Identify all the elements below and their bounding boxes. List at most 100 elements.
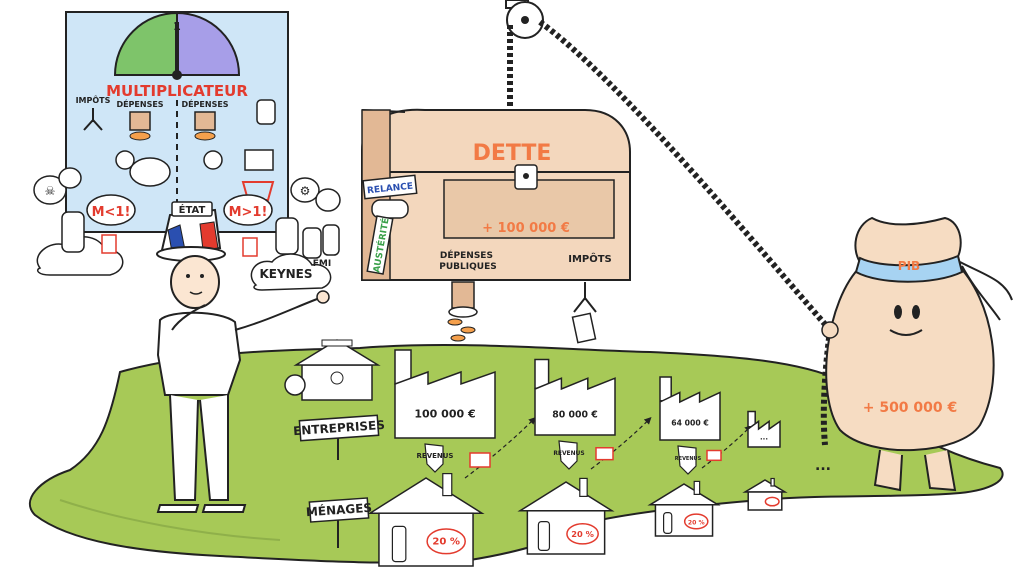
chest-taxes-label: IMPÔTS bbox=[568, 252, 612, 265]
income-label: REVENUS bbox=[675, 456, 702, 462]
badge-right-bubble bbox=[223, 194, 273, 226]
multiplier-title: MULTIPLICATEUR bbox=[106, 82, 248, 100]
household-house: 20 % bbox=[367, 473, 485, 567]
tax-claw-icon bbox=[571, 282, 597, 344]
svg-text:MÉNAGES: MÉNAGES bbox=[305, 500, 372, 520]
calculator-icon bbox=[242, 237, 258, 257]
factory: ... bbox=[747, 410, 781, 448]
gdp-band-label: PIB bbox=[898, 259, 920, 273]
badge-left-bubble bbox=[86, 194, 136, 226]
state-figure: ÉTAT bbox=[156, 201, 330, 513]
optimist-group: M>1! ⚙ KEYNES FMI bbox=[223, 177, 341, 291]
tv-icon bbox=[244, 149, 274, 171]
gdp-bag: PIB + 500 000 € bbox=[821, 216, 1013, 492]
economist-figure bbox=[61, 211, 85, 253]
households-sign: MÉNAGES bbox=[305, 497, 372, 548]
public-spending-label: DÉPENSES PUBLIQUES bbox=[439, 249, 496, 272]
debt-chest: DETTE + 100 000 € RELANCE AUSTÉRITÉ DÉPE… bbox=[361, 108, 631, 344]
hand bbox=[316, 290, 330, 304]
rope-diagonal bbox=[538, 19, 833, 332]
bag-hand bbox=[821, 321, 839, 339]
claw-icon bbox=[83, 108, 103, 131]
house-chimney bbox=[693, 480, 701, 495]
income-arrow bbox=[424, 443, 444, 473]
economist-figure bbox=[275, 217, 299, 255]
bag-band bbox=[854, 254, 964, 283]
household-figure bbox=[537, 520, 551, 551]
pessimist-group: ☠ M<1! bbox=[33, 167, 136, 276]
savings-rate: 20 % bbox=[432, 536, 460, 547]
stimulus-tag: RELANCE bbox=[362, 174, 418, 200]
factory-body bbox=[394, 370, 496, 439]
factory-amount: 64 000 € bbox=[671, 418, 708, 427]
piggy-bank-icon bbox=[566, 523, 599, 545]
house-chimney bbox=[770, 477, 775, 487]
torso bbox=[156, 311, 242, 396]
taxes-label: IMPÔTS bbox=[76, 94, 111, 105]
banknote-icon bbox=[571, 312, 597, 344]
pointing-arm bbox=[234, 297, 321, 331]
cloud bbox=[250, 253, 332, 291]
household-house bbox=[742, 477, 788, 511]
household-house: 20 % bbox=[517, 477, 615, 555]
right-shoe bbox=[201, 504, 247, 513]
household-figure bbox=[662, 511, 673, 534]
skull-bubble bbox=[33, 175, 67, 205]
piggy-bank-icon bbox=[683, 513, 709, 530]
gauge-purple-half bbox=[176, 11, 241, 76]
green-land bbox=[29, 343, 1004, 564]
coin-icon bbox=[129, 131, 151, 141]
spending-flow-arrow bbox=[701, 424, 753, 469]
debt-amount: + 100 000 € bbox=[482, 221, 570, 236]
household-figure bbox=[391, 525, 407, 563]
shopping-cart-icon bbox=[241, 181, 275, 201]
spending-flow-arrow bbox=[464, 416, 537, 479]
tree bbox=[284, 374, 306, 396]
svg-text:RELANCE: RELANCE bbox=[367, 182, 414, 197]
clock-icon bbox=[330, 371, 344, 385]
austerity-tag: AUSTÉRITÉ bbox=[366, 215, 394, 275]
gauge-one-mark: 1 bbox=[173, 20, 181, 33]
flag-red-stripe bbox=[199, 221, 219, 251]
household-house: 20 % bbox=[647, 480, 721, 537]
shopping-cart-icon bbox=[469, 452, 491, 468]
factory: 100 000 €REVENUS bbox=[394, 349, 537, 479]
multiplier-less-than-one: M<1! bbox=[92, 205, 131, 220]
economist-figure bbox=[322, 224, 340, 256]
pipe-icon bbox=[129, 111, 151, 131]
skull-icon: ☠ bbox=[45, 184, 56, 198]
piggy-bank-icon bbox=[129, 157, 171, 187]
factory: 64 000 € REVENUS bbox=[659, 376, 753, 475]
fmi-label: FMI bbox=[313, 259, 331, 269]
coin-icon bbox=[460, 326, 476, 334]
house-chimney bbox=[579, 477, 588, 497]
gauge-green-half bbox=[113, 11, 178, 76]
citizen-figure bbox=[115, 150, 135, 170]
spending-flow-arrow bbox=[590, 416, 652, 470]
factory-body bbox=[659, 391, 721, 441]
svg-text:ENTREPRISES: ENTREPRISES bbox=[293, 418, 386, 438]
ground-shade bbox=[59, 499, 281, 541]
factory-body bbox=[534, 377, 616, 436]
right-leg bbox=[199, 395, 229, 501]
income-arrow bbox=[558, 440, 578, 470]
government-building bbox=[284, 339, 381, 401]
continuation-ellipsis: ... bbox=[815, 458, 831, 474]
coin-icon bbox=[447, 318, 463, 326]
shopping-cart-icon bbox=[595, 447, 614, 461]
factory-amount: 100 000 € bbox=[414, 408, 475, 421]
multiplier-greater-than-one: M>1! bbox=[229, 205, 268, 220]
economist-figure bbox=[302, 227, 322, 259]
keynes-label: KEYNES bbox=[259, 267, 312, 281]
house-chimney bbox=[442, 473, 453, 497]
savings-rate: 20 % bbox=[571, 529, 594, 539]
gear-bubble bbox=[290, 177, 320, 203]
income-label: REVENUS bbox=[553, 450, 584, 457]
pipe-icon bbox=[194, 111, 216, 131]
bag-left-leg bbox=[873, 449, 903, 492]
factory: 80 000 €REVENUS bbox=[534, 358, 652, 470]
spending-label-left: DÉPENSES bbox=[116, 98, 163, 109]
scribble-bubble bbox=[315, 188, 341, 212]
